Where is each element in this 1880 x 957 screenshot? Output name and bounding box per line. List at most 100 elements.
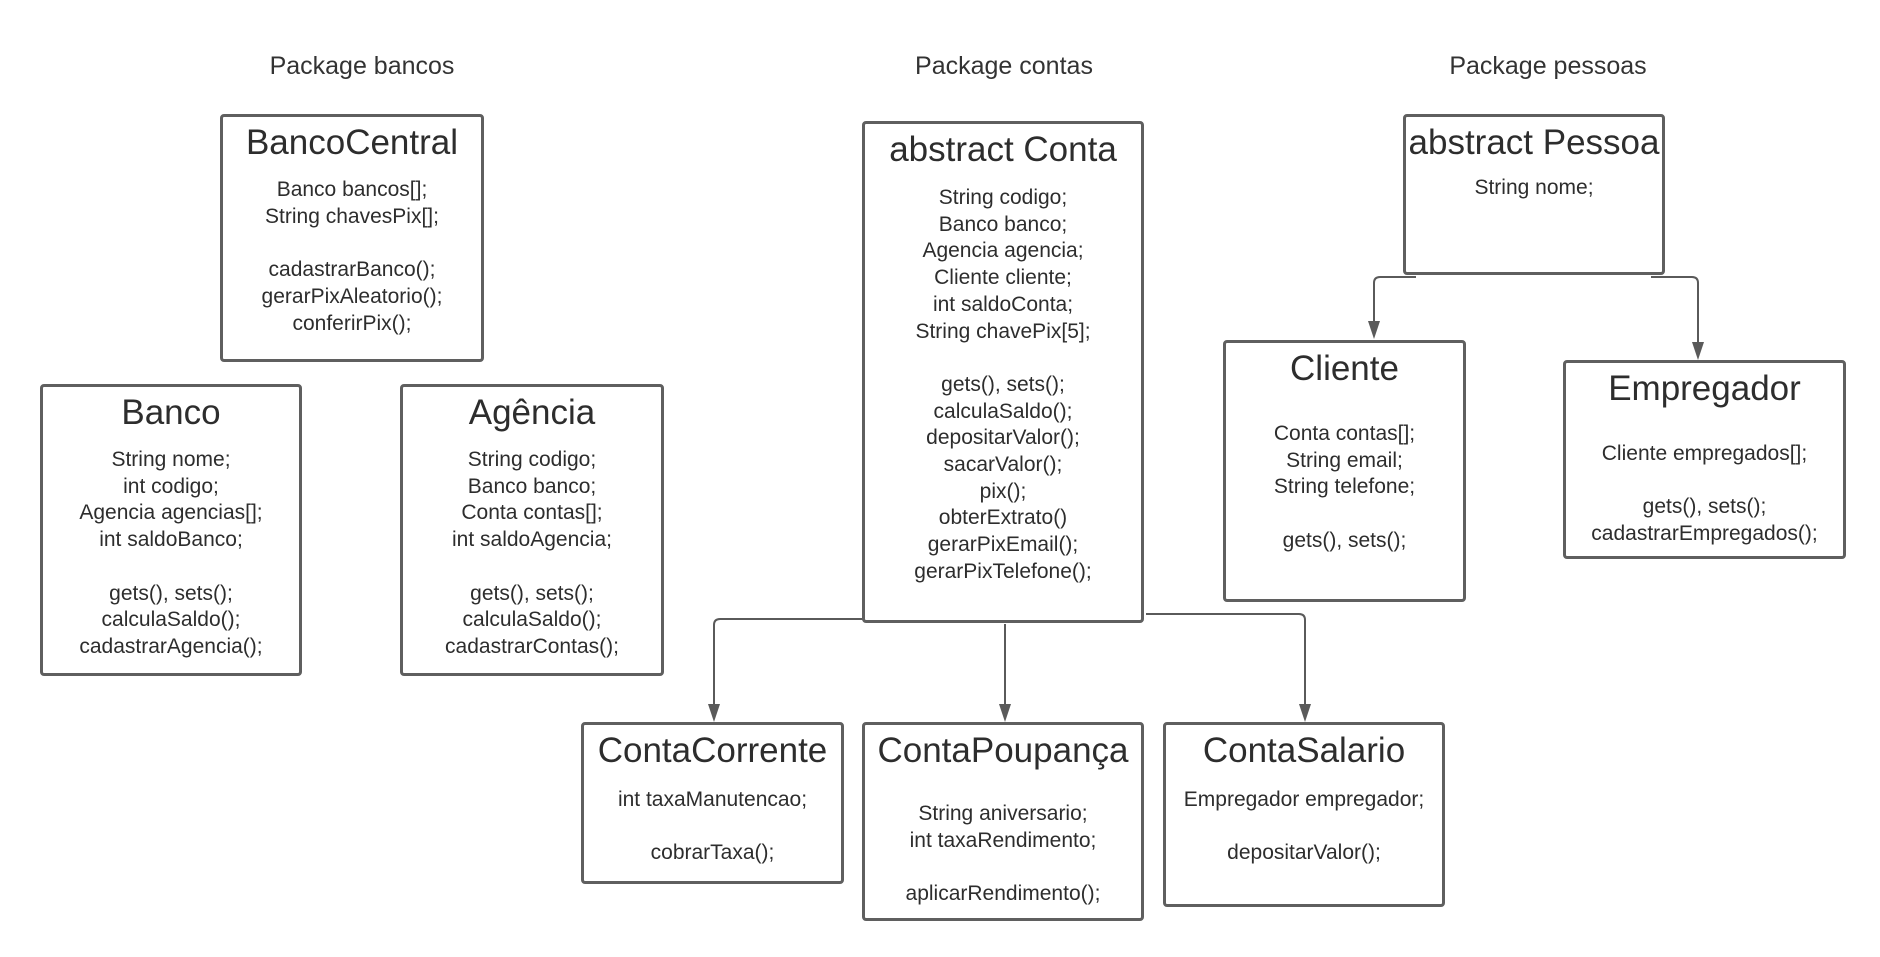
class-members: Cliente empregados[]; gets(), sets(); cada… bbox=[1566, 441, 1843, 548]
class-member-line: depositarValor(); bbox=[1227, 841, 1381, 865]
class-member-line: cadastrarAgencia(); bbox=[79, 634, 263, 658]
arrowhead-contacorrente bbox=[708, 704, 720, 722]
connector-contacorrente-conta bbox=[713, 618, 865, 704]
class-member-line: int taxaRendimento; bbox=[909, 828, 1097, 852]
class-member-line: Cliente cliente; bbox=[934, 266, 1072, 290]
class-member-line: Conta contas[]; bbox=[461, 501, 603, 525]
class-members: String codigo; Banco banco; Agencia agenci… bbox=[865, 185, 1141, 586]
arrowhead-cliente bbox=[1368, 321, 1380, 339]
class-member-line: pix(); bbox=[979, 479, 1027, 503]
class-conta-salario[interactable]: ContaSalario Empregador empregador; depos… bbox=[1163, 722, 1445, 907]
class-member-line: Agencia agencia; bbox=[922, 239, 1084, 263]
class-member-line: String chavePix[5]; bbox=[915, 319, 1091, 343]
class-member-line: gerarPixAleatorio(); bbox=[261, 284, 443, 308]
class-banco-central[interactable]: BancoCentral Banco bancos[];String chave… bbox=[220, 114, 484, 362]
class-name: Agência bbox=[468, 393, 596, 432]
class-member-line: cadastrarBanco(); bbox=[268, 258, 436, 282]
class-member-line: gets(), sets(); bbox=[1282, 528, 1407, 552]
class-member-line: String nome; bbox=[111, 448, 231, 471]
class-members: String aniversario; int taxaRendimento; ap… bbox=[865, 801, 1141, 908]
class-member-line: cadastrarEmpregados(); bbox=[1591, 522, 1818, 546]
class-name: Banco bbox=[121, 393, 221, 432]
class-member-line: calculaSaldo(); bbox=[933, 399, 1073, 423]
class-member-line bbox=[584, 814, 841, 841]
class-conta[interactable]: abstract Conta String codigo; Banco banco… bbox=[862, 121, 1144, 623]
class-name: Cliente bbox=[1290, 349, 1399, 388]
class-conta-corrente[interactable]: ContaCorrente int taxaManutencao; cobrarT… bbox=[581, 722, 844, 884]
class-name: abstract Pessoa bbox=[1408, 123, 1660, 162]
class-banco[interactable]: Banco String nome; int codigo; Agencia age… bbox=[40, 384, 302, 676]
class-member-line bbox=[865, 854, 1141, 881]
class-member-line: gerarPixEmail(); bbox=[927, 533, 1079, 557]
package-title-pessoas: Package pessoas bbox=[1449, 52, 1647, 80]
class-member-line: Conta contas[]; bbox=[1273, 422, 1416, 445]
class-member-line: Banco banco; bbox=[467, 474, 597, 498]
class-member-line: String telefone; bbox=[1273, 475, 1416, 499]
class-members: Banco bancos[];String chavesPix[];cadast… bbox=[223, 177, 481, 337]
class-member-line bbox=[1226, 501, 1463, 528]
class-member-line: String aniversario; bbox=[918, 802, 1088, 825]
class-member-line: Cliente empregados[]; bbox=[1601, 442, 1808, 465]
class-member-line: int saldoConta; bbox=[932, 292, 1074, 316]
class-members: String nome; int codigo; Agencia agencias[… bbox=[43, 447, 299, 661]
package-title-bancos: Package bancos bbox=[269, 52, 455, 80]
class-member-line: Banco banco; bbox=[938, 212, 1068, 236]
class-name: ContaPoupança bbox=[877, 731, 1129, 770]
class-members: Empregador empregador; depositarValor(); bbox=[1166, 787, 1442, 867]
class-empregador[interactable]: Empregador Cliente empregados[]; gets(), … bbox=[1563, 360, 1846, 559]
arrowhead-contasalario bbox=[1299, 704, 1311, 722]
class-member-line bbox=[1566, 468, 1843, 495]
class-name: ContaCorrente bbox=[597, 731, 828, 770]
connector-cliente-pessoa bbox=[1373, 276, 1416, 321]
class-members: Conta contas[]; String email; String telef… bbox=[1226, 421, 1463, 555]
class-member-line: String codigo; bbox=[938, 186, 1068, 209]
class-member-line bbox=[1166, 814, 1442, 841]
class-member-line: int taxaManutencao; bbox=[617, 788, 808, 811]
class-pessoa[interactable]: abstract Pessoa String nome; bbox=[1403, 114, 1665, 275]
class-member-line: gerarPixTelefone(); bbox=[914, 559, 1092, 583]
class-member-line bbox=[865, 345, 1141, 372]
class-member-line: int codigo; bbox=[123, 474, 219, 498]
connector-contasalario-conta bbox=[1146, 613, 1306, 704]
class-members: int taxaManutencao; cobrarTaxa(); bbox=[584, 787, 841, 867]
class-member-line: gets(), sets(); bbox=[470, 581, 594, 605]
class-member-line: depositarValor(); bbox=[926, 426, 1080, 450]
class-member-line: Empregador empregador; bbox=[1183, 788, 1425, 811]
class-conta-poupanca[interactable]: ContaPoupança String aniversario; int tax… bbox=[862, 722, 1144, 921]
class-member-line: Banco bancos[]; bbox=[276, 178, 428, 201]
arrowhead-contapoupanca bbox=[999, 704, 1011, 722]
class-name: Empregador bbox=[1608, 369, 1801, 408]
class-member-line bbox=[223, 230, 481, 257]
class-member-line: cadastrarContas(); bbox=[445, 634, 619, 658]
class-member-line: gets(), sets(); bbox=[1642, 495, 1767, 519]
class-member-line: cobrarTaxa(); bbox=[650, 841, 775, 865]
class-member-line: conferirPix(); bbox=[292, 311, 412, 335]
class-member-line: int saldoBanco; bbox=[99, 528, 243, 552]
class-member-line bbox=[403, 554, 661, 581]
class-name: BancoCentral bbox=[245, 123, 459, 162]
class-members: String nome; bbox=[1406, 175, 1662, 202]
class-members: String codigo; Banco banco; Conta contas[]… bbox=[403, 447, 661, 661]
class-member-line: Agencia agencias[]; bbox=[79, 501, 263, 525]
class-agencia[interactable]: Agência String codigo; Banco banco; Conta … bbox=[400, 384, 664, 676]
class-member-line: gets(), sets(); bbox=[109, 581, 233, 605]
class-name: ContaSalario bbox=[1202, 731, 1406, 770]
class-member-line: gets(), sets(); bbox=[941, 372, 1065, 396]
class-member-line: calculaSaldo(); bbox=[101, 608, 241, 632]
class-member-line: sacarValor(); bbox=[943, 453, 1063, 477]
class-member-line: String codigo; bbox=[467, 448, 597, 471]
class-member-line: obterExtrato() bbox=[938, 506, 1068, 530]
class-name: abstract Conta bbox=[889, 130, 1117, 169]
class-cliente[interactable]: Cliente Conta contas[]; String email; Stri… bbox=[1223, 340, 1466, 602]
class-member-line bbox=[43, 554, 299, 581]
class-member-line: int saldoAgencia; bbox=[452, 528, 612, 552]
class-member-line: String email; bbox=[1286, 448, 1403, 472]
class-member-line: aplicarRendimento(); bbox=[905, 882, 1101, 906]
class-member-line: String nome; bbox=[1474, 176, 1594, 199]
arrowhead-empregador bbox=[1692, 342, 1704, 360]
package-title-contas: Package contas bbox=[915, 52, 1093, 80]
class-member-line: calculaSaldo(); bbox=[462, 608, 602, 632]
connector-empregador-pessoa bbox=[1651, 276, 1699, 342]
